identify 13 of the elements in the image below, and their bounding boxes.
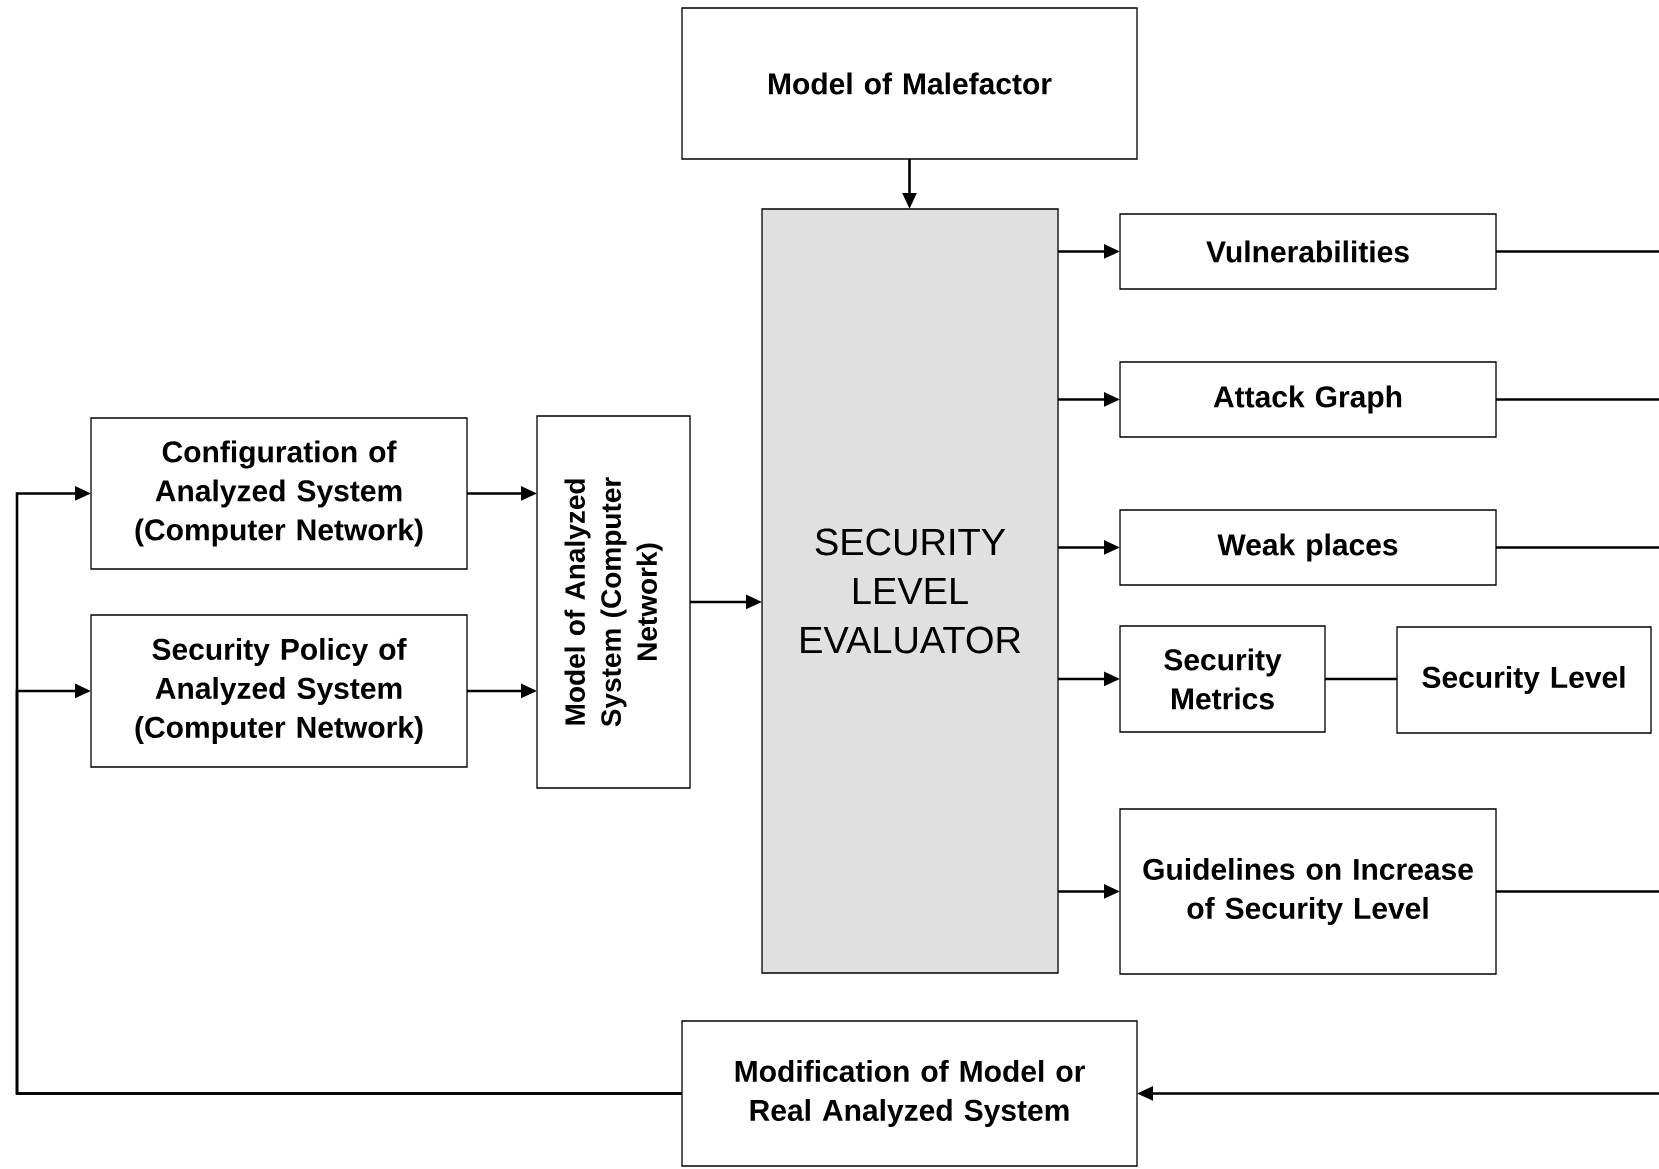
input-box: Security Policy of Analyzed System (Computer Network) <box>90 614 468 768</box>
output-box: Security Level <box>1396 626 1652 734</box>
evaluator-box: SECURITY LEVEL EVALUATOR <box>761 208 1059 974</box>
output-box: Vulnerabilities <box>1119 213 1497 290</box>
output-box: Weak places <box>1119 509 1497 586</box>
input-box: Configuration of Analyzed System (Computer Network) <box>90 417 468 570</box>
process-box: Modification of Model or Real Analyzed System <box>681 1020 1138 1167</box>
model-box: Model of Analyzed System (Computer Network) <box>536 415 691 789</box>
output-box: Guidelines on Increase of Security Level <box>1119 808 1497 975</box>
output-box: Security Metrics <box>1119 625 1326 733</box>
output-box: Attack Graph <box>1119 361 1497 438</box>
process-box: Model of Malefactor <box>681 7 1138 160</box>
arrow <box>15 683 682 1095</box>
